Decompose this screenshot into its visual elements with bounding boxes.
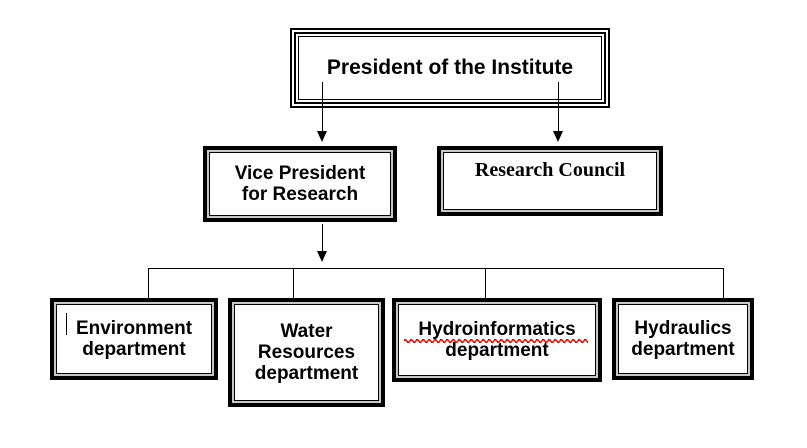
edge-vice-president-to-bus-line bbox=[322, 224, 323, 256]
vice-president-frame-inner: Vice President for Research bbox=[209, 152, 391, 216]
node-president[interactable]: President of the Institute bbox=[290, 28, 610, 108]
edge-president-to-research-council-line bbox=[558, 82, 559, 132]
node-vice-president-label: Vice President for Research bbox=[234, 162, 366, 205]
node-environment-department[interactable]: Environment department bbox=[50, 298, 218, 380]
node-president-label: President of the Institute bbox=[326, 56, 574, 80]
node-water-resources-department-label: Water Resources department bbox=[254, 320, 359, 385]
edge-bus-horizontal bbox=[148, 268, 724, 269]
president-frame-mid: President of the Institute bbox=[294, 32, 606, 104]
node-environment-department-label: Environment department bbox=[75, 317, 193, 360]
environment-frame-inner: Environment department bbox=[56, 304, 212, 374]
edge-president-to-vice-president-arrowhead bbox=[317, 131, 327, 142]
edge-bus-drop-environment bbox=[148, 268, 149, 299]
edge-vice-president-to-bus-arrowhead bbox=[317, 251, 327, 262]
edge-president-to-vice-president-line bbox=[322, 82, 323, 132]
spellcheck-squiggle-icon bbox=[404, 339, 588, 343]
research-council-frame-inner: Research Council bbox=[443, 152, 657, 210]
water-resources-frame-inner: Water Resources department bbox=[234, 304, 379, 401]
node-vice-president[interactable]: Vice President for Research bbox=[203, 146, 397, 222]
edge-bus-drop-water-resources bbox=[293, 268, 294, 299]
node-hydraulics-department-label: Hydraulics department bbox=[631, 317, 735, 360]
edge-bus-drop-hydraulics bbox=[723, 268, 724, 299]
node-research-council[interactable]: Research Council bbox=[437, 146, 663, 216]
node-hydroinformatics-department-label: Hydroinformatics department bbox=[418, 318, 576, 361]
edge-president-to-research-council-arrowhead bbox=[553, 131, 563, 142]
hydraulics-frame-inner: Hydraulics department bbox=[618, 304, 748, 374]
node-hydraulics-department[interactable]: Hydraulics department bbox=[612, 298, 754, 380]
edge-bus-drop-hydroinformatics bbox=[485, 268, 486, 299]
president-frame-inner: President of the Institute bbox=[298, 36, 602, 100]
node-research-council-label: Research Council bbox=[474, 159, 626, 181]
node-water-resources-department[interactable]: Water Resources department bbox=[228, 298, 385, 407]
text-caret bbox=[66, 313, 67, 335]
